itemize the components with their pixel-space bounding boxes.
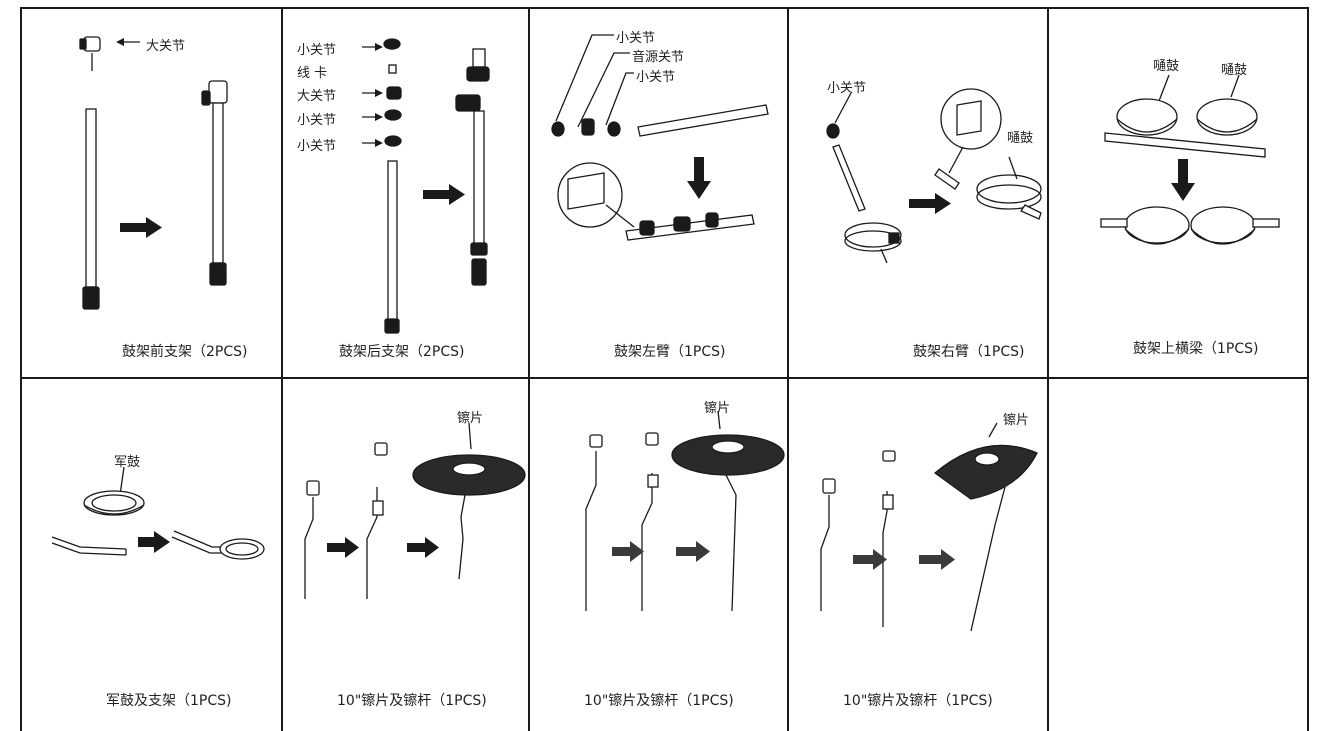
panel-caption: 10"镲片及镲杆（1PCS) (584, 693, 734, 709)
panel-caption: 10"镲片及镲杆（1PCS) (843, 693, 993, 709)
label-small-joint: 小关节 (827, 81, 867, 96)
cymbal-1-illustration (304, 422, 526, 599)
label-small-joint-3: 小关节 (297, 139, 337, 154)
label-big-joint: 大关节 (297, 89, 337, 104)
panel-caption: 鼓架右臂（1PCS) (913, 344, 1025, 360)
panel-caption: 军鼓及支架（1PCS) (106, 693, 232, 709)
right-arm-illustration (826, 88, 1042, 264)
label-small-joint-b: 小关节 (636, 70, 676, 85)
panel-caption: 鼓架左臂（1PCS) (614, 344, 726, 360)
panel-top-crossbar: 嗵鼓 嗵鼓 鼓架上横梁（1PCS) (1049, 9, 1307, 377)
label-tom: 嗵鼓 (1007, 131, 1034, 146)
label-sound-joint: 音源关节 (632, 50, 685, 65)
label-small-joint-1: 小关节 (297, 43, 337, 58)
panel-caption: 鼓架后支架（2PCS) (339, 344, 465, 360)
panel-left-arm: 小关节 音源关节 小关节 鼓架左臂（1PCS) (530, 9, 787, 377)
grid-top-border (20, 7, 1309, 9)
label-cymbal: 镲片 (704, 401, 731, 416)
panel-front-stand: 大关节 鼓架前支架（2PCS) (22, 9, 281, 377)
label-small-joint-2: 小关节 (297, 113, 337, 128)
panel-cymbal-2: 镲片 10"镲片及镲杆（1PCS) (530, 379, 787, 731)
panel-snare: 军鼓 军鼓及支架（1PCS) (22, 379, 281, 731)
cymbal-3-illustration (820, 422, 1038, 632)
panel-right-arm: 小关节 嗵鼓 鼓架右臂（1PCS) (789, 9, 1047, 377)
label-snare: 军鼓 (114, 455, 141, 470)
label-cymbal: 镲片 (1003, 413, 1030, 428)
assembly-sheet: 大关节 鼓架前支架（2PCS) (20, 7, 1309, 731)
rear-stand-illustration (362, 38, 490, 334)
panel-caption: 10"镲片及镲杆（1PCS) (337, 693, 487, 709)
label-tom-right: 嗵鼓 (1221, 63, 1248, 78)
top-crossbar-illustration (1100, 74, 1280, 245)
panel-caption: 鼓架前支架（2PCS) (122, 344, 248, 360)
label-small-joint-a: 小关节 (616, 31, 656, 46)
panel-empty (1049, 379, 1307, 731)
label-tom-left: 嗵鼓 (1153, 59, 1180, 74)
panel-rear-stand: 小关节 线 卡 大关节 小关节 小关节 鼓架后支架（2PCS) (283, 9, 528, 377)
panel-cymbal-1: 镲片 10"镲片及镲杆（1PCS) (283, 379, 528, 731)
grid-row-divider (20, 377, 1309, 379)
grid-col-divider-4b (1047, 377, 1049, 731)
snare-illustration (51, 466, 265, 560)
panel-cymbal-3: 镲片 10"镲片及镲杆（1PCS) (789, 379, 1047, 731)
label-cymbal: 镲片 (457, 411, 484, 426)
grid-col-divider-3 (787, 7, 789, 731)
grid-left-border (20, 7, 22, 731)
panel-caption: 鼓架上横梁（1PCS) (1133, 341, 1259, 357)
grid-col-divider-1 (281, 7, 283, 731)
grid-col-divider-2 (528, 7, 530, 731)
left-arm-illustration (551, 34, 769, 241)
grid-right-border (1307, 7, 1309, 731)
label-cable-clip: 线 卡 (297, 66, 328, 81)
front-stand-illustration (79, 36, 228, 310)
label-big-joint: 大关节 (146, 39, 186, 54)
grid-col-divider-4 (1047, 7, 1049, 379)
cymbal-2-illustration (585, 410, 785, 612)
